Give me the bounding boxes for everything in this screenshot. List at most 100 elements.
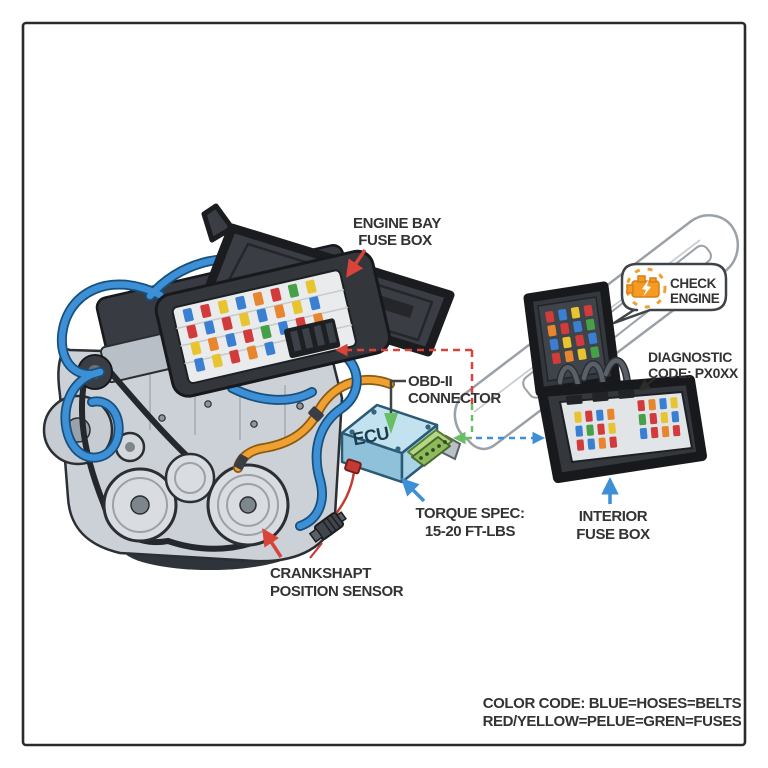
interior-fuse-box — [523, 281, 707, 483]
fuse — [583, 304, 593, 317]
fuse — [190, 341, 202, 356]
fuse — [608, 422, 616, 434]
fuse — [639, 427, 648, 440]
check-engine-icon — [625, 267, 667, 309]
obd-connector-pins — [419, 440, 447, 460]
interior-fuse-box-label-line2: FUSE BOX — [576, 526, 650, 543]
fuse — [182, 307, 194, 323]
obd-pointer-arrowhead — [384, 413, 398, 434]
fuse — [606, 408, 615, 420]
fuse — [305, 279, 317, 294]
fuse — [573, 320, 583, 333]
fuse — [545, 310, 555, 323]
fuse — [291, 300, 303, 315]
fuse — [648, 399, 656, 411]
fuse — [551, 352, 561, 365]
fuse — [204, 320, 216, 335]
fuse — [562, 336, 572, 349]
relay-connector-teeth — [290, 322, 337, 352]
fuse-box-lid-latch — [378, 296, 414, 318]
fuse — [246, 345, 258, 360]
fuse — [229, 349, 241, 364]
water-pump-pulley — [164, 452, 216, 504]
check-engine-icon-ring — [625, 267, 667, 309]
fuse-box-lid-spout — [201, 203, 235, 243]
fuse-row — [186, 296, 321, 339]
ecu-red-button — [344, 458, 362, 475]
fuse — [287, 283, 300, 298]
interior-tray-fuses — [574, 397, 681, 451]
engine-bay-fuse-box-label-line2: FUSE BOX — [358, 232, 432, 249]
fuse — [586, 424, 594, 436]
obd-connector-label-line1: OBD-II — [408, 373, 452, 390]
fuse — [585, 318, 596, 331]
fuse — [596, 409, 604, 421]
fuse — [221, 316, 233, 331]
check-engine-label-line1: CHECK — [670, 276, 717, 291]
sensor-pointer-line — [309, 542, 323, 559]
fuse — [235, 295, 247, 310]
fuse — [598, 437, 607, 449]
fuse — [671, 411, 680, 423]
fuse — [672, 424, 681, 437]
accessory-pulley-ring — [217, 474, 279, 536]
hose-fitting — [308, 406, 324, 422]
fuse — [637, 399, 646, 412]
fuse — [587, 438, 596, 450]
fuse — [558, 308, 568, 321]
diagnostic-arrow — [638, 377, 657, 391]
fuse — [549, 338, 559, 351]
fuse — [574, 411, 582, 423]
tray-cable-connectors — [566, 388, 635, 405]
fuse — [576, 439, 585, 451]
engine-bay-fuse-box — [154, 203, 455, 398]
fuse — [609, 436, 618, 448]
diagnostic-code-label-line1: DIAGNOSTIC — [648, 349, 732, 365]
fuse — [564, 350, 574, 363]
frame-border — [21, 21, 747, 747]
fuse — [650, 426, 659, 439]
fuse — [239, 312, 251, 327]
fuse — [577, 348, 587, 361]
heater-hose-orange — [233, 375, 395, 473]
fuse — [660, 411, 669, 424]
fuse — [588, 332, 598, 345]
fuse-row — [194, 341, 276, 372]
crankshaft-sensor-arrow — [262, 528, 283, 558]
pump-pulley-ring — [174, 462, 206, 494]
fuse — [260, 324, 272, 339]
interior-fuse-box-label-line1: INTERIOR — [579, 508, 648, 525]
tensioner-hub — [125, 442, 135, 452]
fuse — [256, 308, 268, 323]
fuse — [242, 328, 255, 344]
accessory-pulley-hub — [239, 496, 257, 514]
fuse — [270, 287, 282, 302]
fuse — [649, 412, 658, 425]
check-engine-callout: CHECK ENGINE — [612, 262, 728, 325]
callouts: ENGINE BAY FUSE BOX DIAGNOSTIC CODE: PX0… — [262, 215, 742, 730]
fuse — [597, 423, 605, 435]
fuse — [570, 306, 581, 319]
diagnostic-code-label-line2: CODE: PX0XX — [648, 365, 739, 381]
crankshaft-sensor-label-line2: POSITION SENSOR — [270, 583, 404, 600]
interior-lid-fuses — [545, 304, 600, 365]
fuse — [547, 324, 557, 337]
coolant-hoses-blue — [56, 254, 362, 531]
fuse — [575, 425, 584, 437]
dashed-line-red — [335, 343, 474, 404]
sensor-wire-red — [334, 471, 356, 515]
fuse — [225, 332, 237, 348]
accessory-pulley-ring — [226, 483, 270, 527]
fuse — [560, 322, 570, 335]
lightning-bolt-icon — [642, 279, 651, 297]
fuse — [638, 413, 647, 426]
hose-fitting — [234, 454, 248, 470]
dashed-line-green — [453, 404, 474, 445]
obd-pointer-line — [389, 379, 406, 413]
engine-bay-arrow — [346, 249, 367, 278]
color-code-line2: RED/YELLOW=PELUE=GREN=FUSES — [483, 713, 742, 730]
fuse — [274, 304, 286, 319]
fuse — [659, 398, 667, 410]
fuse-row — [182, 279, 317, 323]
